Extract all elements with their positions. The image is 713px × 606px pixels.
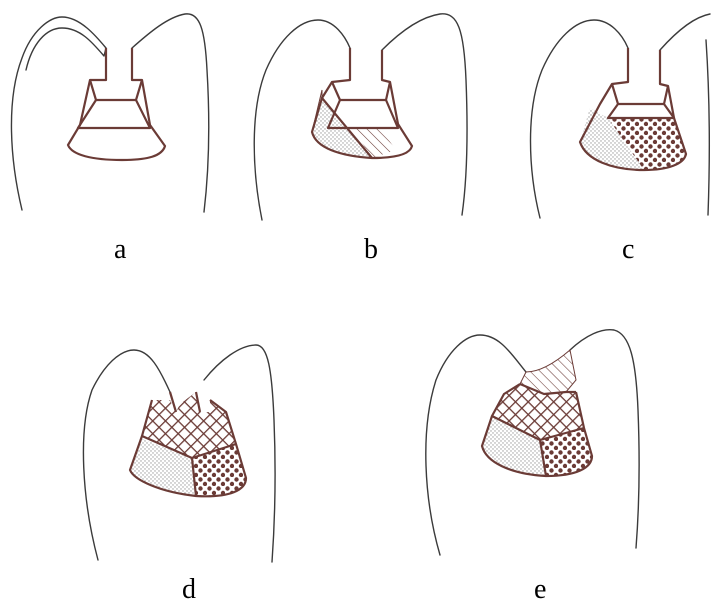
panel-d: d	[83, 345, 275, 605]
panel-label: e	[534, 574, 546, 605]
panel-c: c	[531, 14, 711, 265]
tooth-outline	[382, 14, 467, 215]
panel-label: b	[364, 234, 378, 265]
tooth-outline	[660, 14, 710, 215]
panel-b: b	[254, 14, 467, 265]
panel-a: a	[11, 14, 208, 265]
cavity-inner-wall	[608, 84, 674, 118]
cavity-outline	[68, 48, 165, 160]
panel-e: e	[426, 330, 639, 605]
panel-label: d	[182, 574, 196, 605]
panel-label: a	[114, 234, 127, 265]
panel-label: c	[622, 234, 634, 265]
tooth-outline	[11, 17, 106, 210]
